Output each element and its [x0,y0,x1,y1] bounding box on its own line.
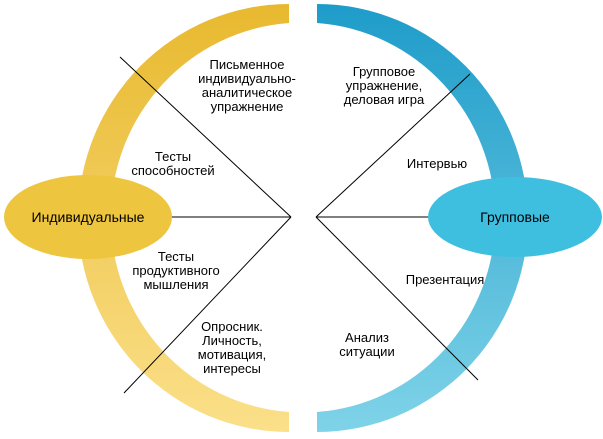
right-divider-bottom [315,216,479,381]
left-node-ellipse [4,175,172,259]
left-divider-bottom [123,216,292,394]
right-segment-1: Групповое упражнение, деловая игра [343,64,425,107]
left-node-label: Индивидуальные [31,209,145,225]
right-arc [317,4,528,432]
left-segment-4: Опросник. Личность, мотивация, интересы [197,319,267,376]
right-node-label: Групповые [480,209,550,225]
left-arc [78,4,289,432]
right-segment-3: Презентация [405,272,485,287]
left-segment-1: Письменное индивидуально- аналитическое … [198,57,296,114]
left-segment-2: Тесты способностей [131,149,215,178]
right-segment-4: Анализ ситуации [339,330,395,359]
left-divider-top [119,56,292,218]
right-node-ellipse [428,177,602,257]
right-divider-top [315,73,471,218]
left-segment-3: Тесты продуктивного мышления [132,249,220,292]
right-segment-2: Интервью [406,156,468,171]
